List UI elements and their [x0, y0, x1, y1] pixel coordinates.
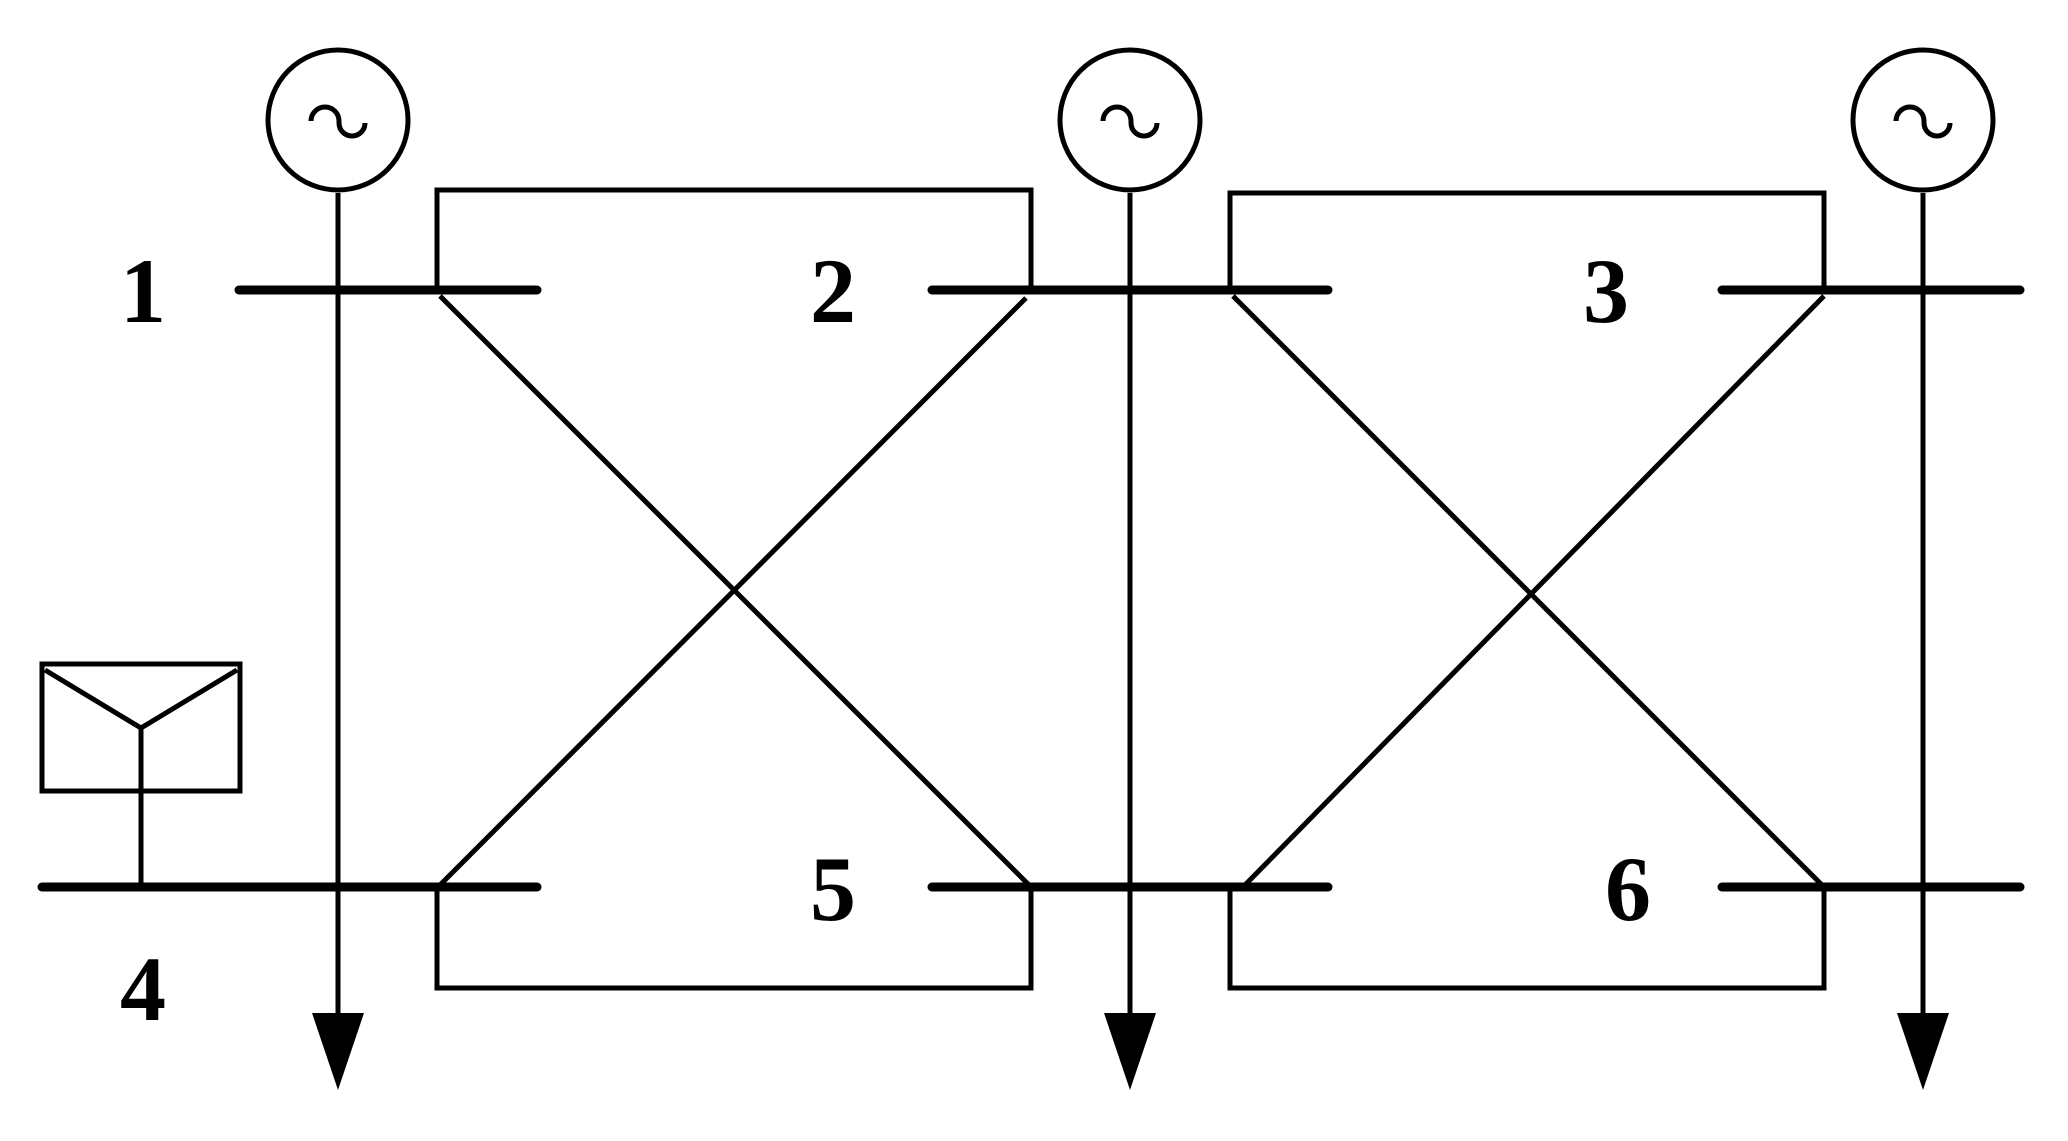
generator-2 [1057, 47, 1203, 1015]
branch-4-5 [434, 887, 1034, 991]
branch-2-4 [438, 296, 1028, 887]
generator-3 [1850, 47, 1996, 1015]
bus-5-label: 5 [810, 838, 856, 940]
bus-4-equipment [39, 661, 243, 887]
wye-arm-left [43, 667, 143, 731]
loads [312, 1013, 1949, 1090]
sine-wave-icon [308, 104, 368, 139]
load-arrow-icon [312, 1013, 364, 1090]
bus-4-label: 4 [120, 938, 166, 1040]
bus-3-label: 3 [1583, 240, 1629, 342]
branch-1-2 [434, 187, 1034, 290]
branch-5-6 [1227, 887, 1827, 991]
bus-6-label: 6 [1605, 838, 1651, 940]
wye-arm-right [139, 667, 239, 731]
load-arrow-icon [1104, 1013, 1156, 1090]
branch-2-6 [1231, 294, 1826, 889]
load-arrow-icon [1897, 1013, 1949, 1090]
branches [434, 187, 1827, 991]
sine-wave-icon [1100, 104, 1160, 139]
sine-wave-icon [1893, 104, 1953, 139]
branch-3-5 [1243, 294, 1826, 887]
bus-1-label: 1 [120, 240, 166, 342]
bus-2-label: 2 [810, 240, 856, 342]
branch-2-3 [1227, 190, 1827, 290]
bus-labels: 1 2 3 4 5 6 [120, 240, 1651, 1040]
generator-1 [265, 47, 411, 1015]
